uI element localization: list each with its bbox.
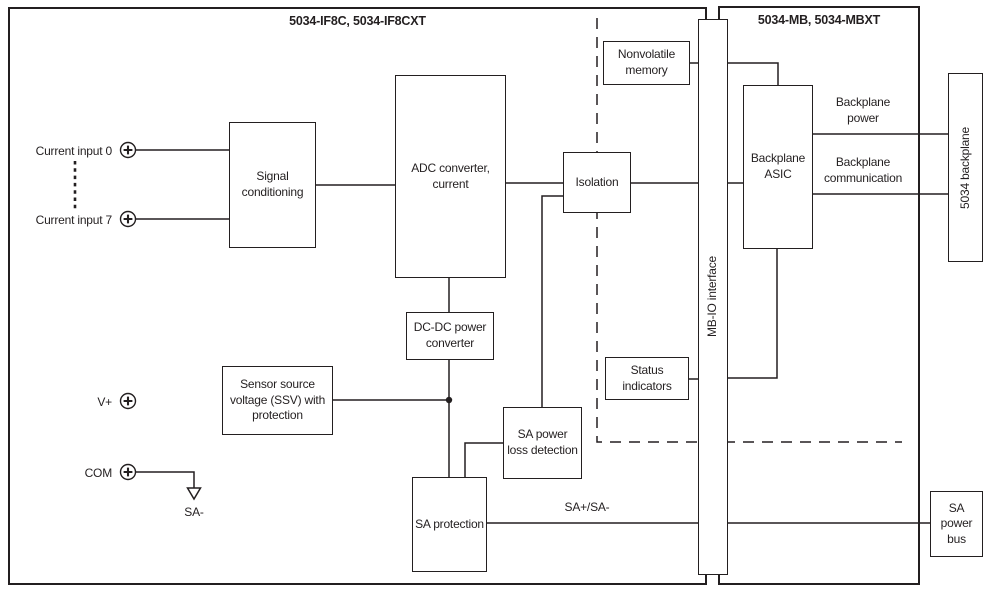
screw-terminal-icon-input0 <box>119 141 137 159</box>
block-sensor-source-voltage: Sensor source voltage (SSV) with protect… <box>222 366 333 435</box>
mb-io-interface-label: MB-IO interface <box>705 256 720 338</box>
label-sa-bus-line: SA+/SA- <box>564 500 610 514</box>
block-signal-conditioning: Signal conditioning <box>229 122 316 248</box>
label-backplane-communication: Backplane communication <box>823 155 903 186</box>
block-sa-power-bus: SA power bus <box>930 491 983 557</box>
junction-dot <box>445 396 453 404</box>
terminal-icons <box>119 141 137 481</box>
label-com: COM <box>84 466 113 480</box>
wire-isolation-saloss <box>541 195 563 407</box>
block-status-indicators: Status indicators <box>605 357 689 400</box>
block-sa-protection: SA protection <box>412 477 487 572</box>
block-sa-power-loss: SA power loss detection <box>503 407 582 479</box>
block-adc-converter: ADC converter, current <box>395 75 506 278</box>
block-mb-io-interface: MB-IO interface <box>698 19 728 575</box>
block-dc-dc-converter: DC-DC power converter <box>406 312 494 360</box>
screw-terminal-icon-input7 <box>119 210 137 228</box>
right-module-title: 5034-MB, 5034-MBXT <box>757 13 881 27</box>
label-backplane-power: Backplane power <box>835 95 891 126</box>
label-sa-minus: SA- <box>184 505 204 519</box>
screw-terminal-icon-com <box>119 463 137 481</box>
sa-minus-ground-icon <box>186 487 202 501</box>
label-v-plus: V+ <box>97 395 112 409</box>
wire-mbio-asic-top <box>728 62 779 85</box>
backplane-5034-label: 5034 backplane <box>957 126 972 209</box>
wire-com-ground <box>136 471 195 488</box>
wire-asic-mbio-bottom <box>728 249 778 379</box>
wire-saprotection-saloss <box>464 442 503 477</box>
label-current-input-0: Current input 0 <box>35 144 113 158</box>
screw-terminal-icon-vplus <box>119 392 137 410</box>
label-current-input-7: Current input 7 <box>35 213 113 227</box>
block-backplane-asic: Backplane ASIC <box>743 85 813 249</box>
left-module-title: 5034-IF8C, 5034-IF8CXT <box>289 14 426 28</box>
block-nonvolatile-memory: Nonvolatile memory <box>603 41 690 85</box>
block-5034-backplane: 5034 backplane <box>948 73 983 262</box>
block-isolation: Isolation <box>563 152 631 213</box>
